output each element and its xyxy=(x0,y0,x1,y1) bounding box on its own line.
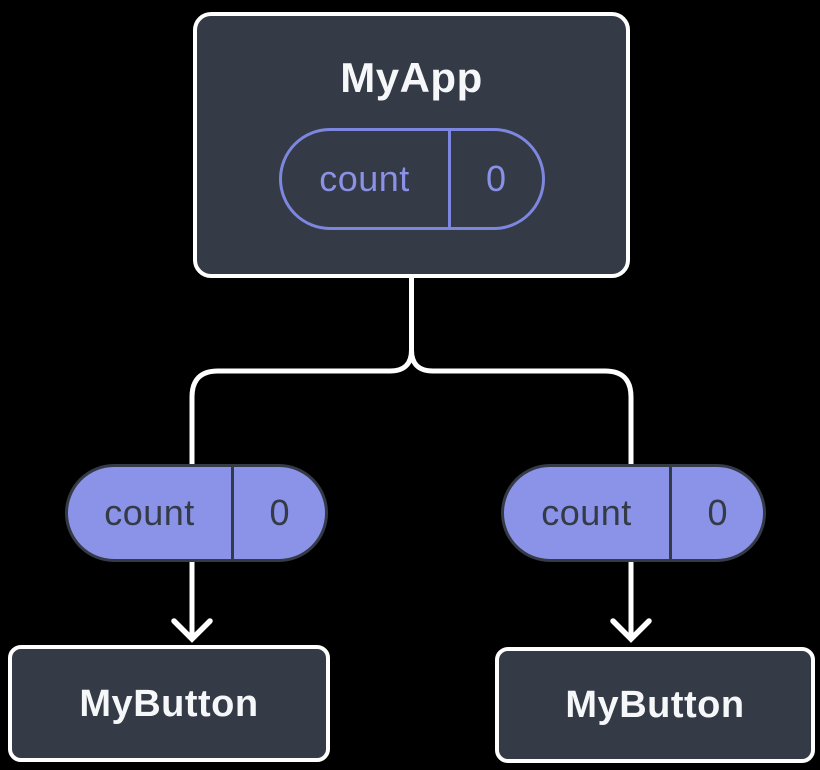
arrow-down-icon xyxy=(171,618,213,643)
arrow-down-icon xyxy=(610,618,652,643)
prop-pill-right: count 0 xyxy=(501,464,766,562)
component-label: MyButton xyxy=(565,684,745,726)
component-node-mybutton-right: MyButton xyxy=(495,647,815,763)
component-node-mybutton-left: MyButton xyxy=(8,645,330,762)
prop-name: count xyxy=(541,492,632,533)
branch-left-line xyxy=(189,276,414,636)
component-label: MyButton xyxy=(79,682,259,725)
prop-name: count xyxy=(104,492,195,533)
branch-right-line xyxy=(409,276,634,636)
state-pill: count 0 xyxy=(278,128,545,230)
prop-value: 0 xyxy=(669,467,763,559)
prop-pill-left: count 0 xyxy=(65,464,328,562)
component-label: MyApp xyxy=(340,54,483,101)
prop-value: 0 xyxy=(231,467,325,559)
component-node-myapp: MyApp count 0 xyxy=(193,12,630,278)
state-name: count xyxy=(319,158,410,199)
state-value: 0 xyxy=(447,131,542,227)
